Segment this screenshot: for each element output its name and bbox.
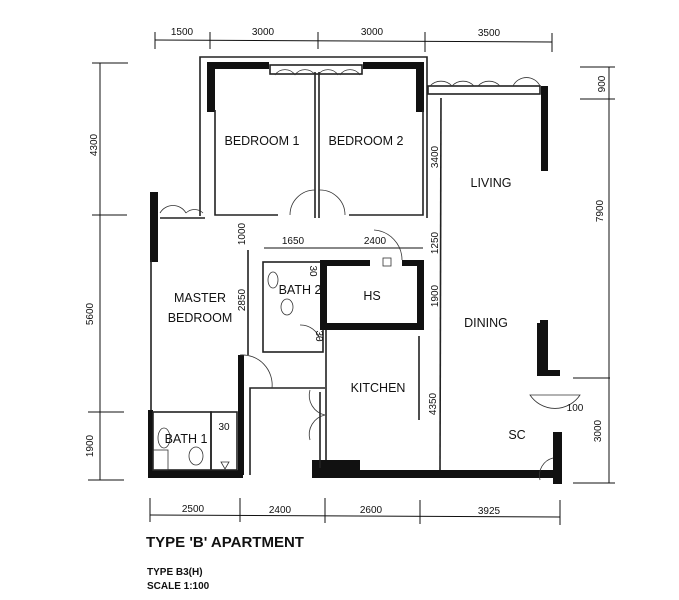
dim-top-4: 3500 — [478, 28, 501, 39]
bottom-dimensions: 2500 2400 2600 3925 — [149, 498, 561, 525]
inner-dimensions: 1650 2400 1000 2850 3400 1250 1900 4350 … — [218, 145, 583, 433]
dim-100: 100 — [567, 403, 584, 414]
dim-1900: 1900 — [430, 284, 441, 307]
room-label-sc: SC — [508, 428, 525, 442]
dim-top-2: 3000 — [252, 27, 275, 38]
room-label-bath1: BATH 1 — [165, 432, 208, 446]
dim-bottom-3: 2600 — [360, 505, 383, 516]
toilet-icon — [280, 298, 294, 316]
floor-trap-icon — [220, 461, 230, 470]
vanity-icon — [152, 449, 169, 471]
room-label-bedroom2: BEDROOM 2 — [328, 134, 403, 148]
room-label-kitchen: KITCHEN — [351, 381, 406, 395]
dim-1000: 1000 — [237, 222, 248, 245]
room-label-bedroom1: BEDROOM 1 — [224, 134, 299, 148]
dim-30-bath2: 30 — [307, 265, 318, 277]
hs-vent-icon — [382, 257, 392, 267]
dim-30-bath2-b: 30 — [313, 330, 324, 342]
dim-3400: 3400 — [430, 145, 441, 168]
dim-right-3: 3000 — [593, 419, 604, 442]
dim-bottom-4: 3925 — [478, 506, 501, 517]
plan-scale: SCALE 1:100 — [147, 581, 210, 592]
room-label-dining: DINING — [464, 316, 508, 330]
toilet-icon — [267, 271, 279, 289]
basin-icon — [157, 427, 171, 449]
doors — [159, 69, 581, 481]
dim-left-3: 1900 — [85, 434, 96, 457]
top-dimensions: 1500 3000 3000 3500 — [154, 27, 553, 52]
dim-right-1: 900 — [597, 75, 608, 92]
dim-top-1: 1500 — [171, 27, 194, 38]
room-label-living: LIVING — [471, 176, 512, 190]
dim-bottom-2: 2400 — [269, 505, 292, 516]
dim-bottom-1: 2500 — [182, 504, 205, 515]
room-label-bath2: BATH 2 — [279, 283, 322, 297]
room-label-master-2: BEDROOM — [168, 311, 233, 325]
toilet-icon — [188, 446, 204, 466]
room-label-master-1: MASTER — [174, 291, 226, 305]
room-label-hs: HS — [363, 289, 380, 303]
plan-type: TYPE B3(H) — [147, 567, 203, 578]
dim-30-bath1: 30 — [218, 422, 230, 433]
right-dimensions: 900 7900 3000 — [573, 66, 615, 484]
left-dimensions: 4300 5600 1900 — [85, 62, 128, 481]
dim-left-2: 5600 — [85, 302, 96, 325]
dim-2850: 2850 — [237, 288, 248, 311]
dim-top-3: 3000 — [361, 27, 384, 38]
dim-right-2: 7900 — [595, 199, 606, 222]
fixtures — [152, 257, 392, 471]
dim-4350: 4350 — [428, 392, 439, 415]
dim-1650: 1650 — [282, 236, 305, 247]
dim-left-1: 4300 — [89, 133, 100, 156]
dim-1250: 1250 — [430, 231, 441, 254]
walls — [148, 56, 562, 484]
dim-2400: 2400 — [364, 236, 387, 247]
plan-title: TYPE 'B' APARTMENT — [146, 534, 304, 551]
